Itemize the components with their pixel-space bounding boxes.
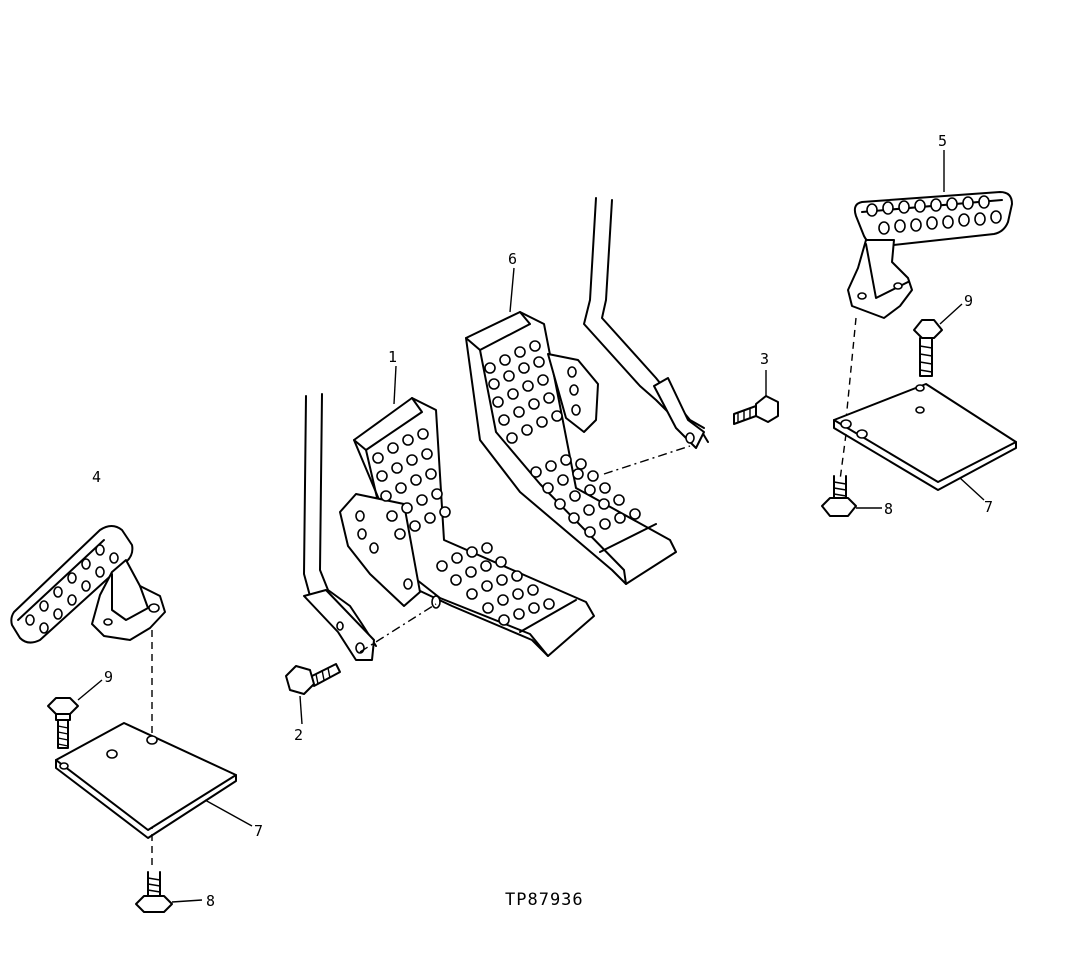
bolt-9-right: [913, 303, 963, 377]
callout-pedal-right: 5: [938, 132, 947, 150]
callout-bolt-right-top: 9: [964, 292, 973, 310]
pedal-4: [10, 525, 166, 644]
figure-id: TP87936: [505, 890, 584, 910]
bolt-9-left: [47, 679, 103, 749]
pedal-1: [303, 365, 595, 661]
callout-pedal-left: 4: [92, 468, 101, 486]
callout-bolt-left-top: 9: [104, 668, 113, 686]
callout-bolt-center-back: 3: [760, 350, 769, 368]
callout-bolt-left-bottom: 8: [206, 892, 215, 910]
callout-bolt-right-bottom: 8: [884, 500, 893, 518]
callout-pedal-center-back: 6: [508, 250, 517, 268]
bolt-2: [285, 663, 341, 725]
right-pedal-assembly: [821, 150, 1017, 517]
callout-plate-left: 7: [254, 822, 263, 840]
center-pedal-assembly: [285, 197, 779, 725]
bolt-8-right: [821, 475, 882, 517]
callout-plate-right: 7: [984, 498, 993, 516]
pedal-6: [465, 197, 709, 585]
pedal-5: [847, 150, 1013, 319]
callout-pedal-center-front: 1: [388, 348, 397, 366]
left-pedal-assembly: [10, 525, 253, 913]
callout-bolt-center-front: 2: [294, 726, 303, 744]
bolt-3: [733, 370, 779, 425]
bolt-8-left: [135, 871, 203, 913]
